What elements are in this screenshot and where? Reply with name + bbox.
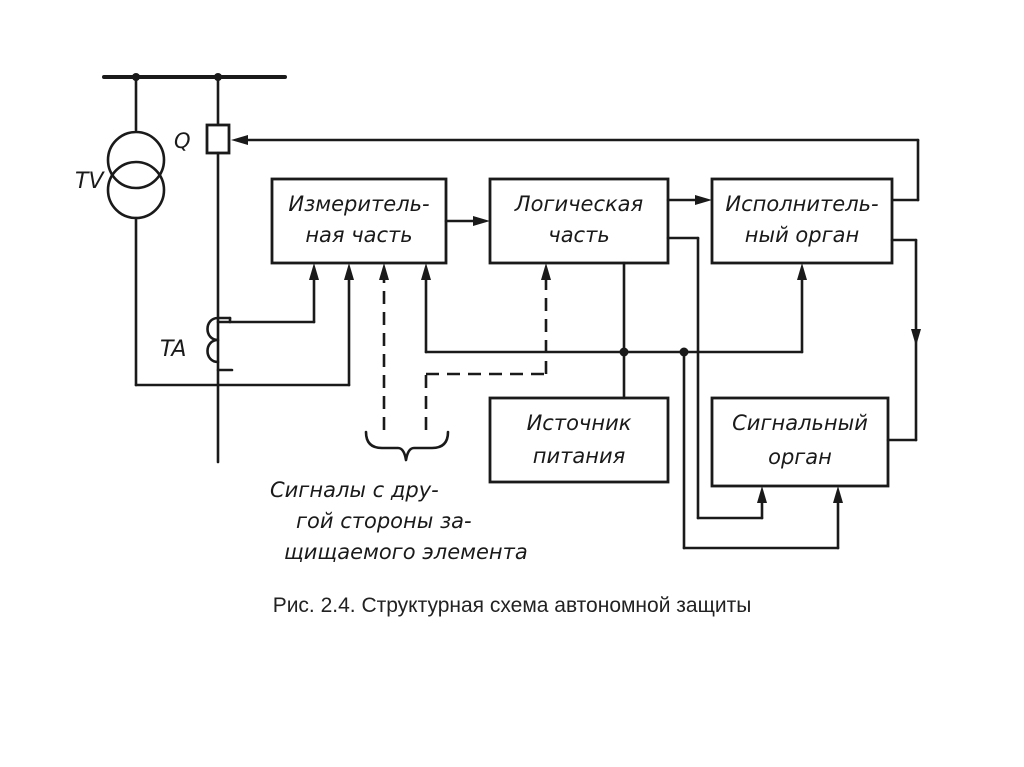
power-line1: Источник	[527, 411, 632, 435]
block-power	[488, 396, 670, 484]
q-label: Q	[174, 129, 191, 153]
ta-input-arrow	[309, 263, 319, 280]
tv-input-arrow	[344, 263, 354, 280]
measuring-line1: Измеритель-	[288, 192, 429, 216]
measuring-to-logic-arrow	[473, 216, 490, 226]
block-executive	[710, 177, 894, 265]
note-line2: гой стороны за-	[296, 509, 472, 533]
tv-winding-upper	[106, 130, 166, 190]
logic-to-signal-arrow	[757, 486, 767, 503]
tv-winding-lower	[106, 160, 166, 220]
executive-line1: Исполнитель-	[725, 192, 878, 216]
logic-to-executive-arrow	[695, 195, 712, 205]
logic-line2: часть	[548, 223, 609, 247]
breaker-q	[205, 123, 231, 155]
power-to-signal-arrow	[833, 486, 843, 503]
executive-line2: ный орган	[745, 223, 859, 247]
logic-line1: Логическая	[514, 192, 643, 216]
remote-signal-arrow-1	[379, 263, 389, 280]
executive-to-signal-arrow	[911, 329, 921, 346]
remote-signals-brace	[364, 430, 450, 462]
signal-line1: Сигнальный	[732, 411, 868, 435]
remote-signal-arrow-2	[541, 263, 551, 280]
block-logic	[488, 177, 670, 265]
tv-label: TV	[75, 169, 105, 194]
ta-label: TA	[160, 337, 186, 362]
power-junction-1	[619, 347, 629, 357]
ta-coil	[206, 316, 220, 364]
measuring-line2: ная часть	[305, 223, 412, 247]
figure-caption: Рис. 2.4. Структурная схема автономной з…	[272, 594, 752, 617]
power-to-executive-arrow	[797, 263, 807, 280]
power-to-measuring-arrow	[421, 263, 431, 280]
power-line2: питания	[533, 444, 626, 468]
note-line3: щищаемого элемента	[284, 540, 528, 564]
block-signal	[710, 396, 890, 488]
signal-line2: орган	[768, 445, 832, 469]
note-line1: Сигналы с дру-	[270, 478, 439, 502]
trip-arrow	[231, 135, 248, 145]
